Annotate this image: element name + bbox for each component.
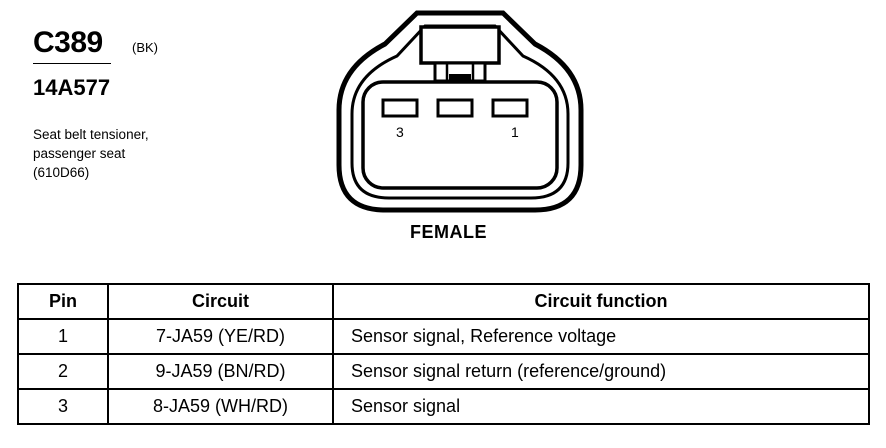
table-header-row: Pin Circuit Circuit function	[17, 283, 870, 320]
connector-color: (BK)	[132, 40, 158, 55]
pin-label-3: 3	[396, 124, 404, 140]
function-cell: Sensor signal	[332, 388, 870, 425]
description-line-1: Seat belt tensioner,	[33, 127, 149, 142]
pin-label-1: 1	[511, 124, 519, 140]
pin-cell: 3	[17, 388, 109, 425]
header-circuit: Circuit	[107, 283, 334, 320]
locking-tab-notch	[449, 74, 471, 81]
circuit-cell: 9-JA59 (BN/RD)	[107, 353, 334, 390]
table-row: 1 7-JA59 (YE/RD) Sensor signal, Referenc…	[17, 318, 870, 355]
pin-face	[361, 80, 559, 190]
header-circuit-function: Circuit function	[332, 283, 870, 320]
locking-tab	[419, 25, 501, 65]
circuit-cell: 8-JA59 (WH/RD)	[107, 388, 334, 425]
connector-code: C389	[33, 26, 103, 59]
terminal-2	[436, 98, 474, 118]
table-row: 2 9-JA59 (BN/RD) Sensor signal return (r…	[17, 353, 870, 390]
circuit-cell: 7-JA59 (YE/RD)	[107, 318, 334, 355]
function-cell: Sensor signal return (reference/ground)	[332, 353, 870, 390]
header-pin: Pin	[17, 283, 109, 320]
connector-housing-outer	[336, 10, 584, 213]
connector-face-diagram: 3 1	[336, 10, 584, 213]
connector-housing-inner	[350, 24, 570, 200]
function-cell: Sensor signal, Reference voltage	[332, 318, 870, 355]
terminal-3	[381, 98, 419, 118]
table-row: 3 8-JA59 (WH/RD) Sensor signal	[17, 388, 870, 425]
pin-cell: 2	[17, 353, 109, 390]
title-underline	[33, 63, 111, 64]
connector-gender-label: FEMALE	[410, 222, 487, 242]
pinout-table: Pin Circuit Circuit function 1 7-JA59 (Y…	[17, 283, 870, 425]
component-description: Seat belt tensioner, passenger seat (610…	[33, 125, 149, 182]
pin-cell: 1	[17, 318, 109, 355]
description-line-2: passenger seat	[33, 146, 126, 161]
part-number: 14A577	[33, 75, 111, 100]
terminal-1	[491, 98, 529, 118]
description-line-3: (610D66)	[33, 165, 90, 180]
